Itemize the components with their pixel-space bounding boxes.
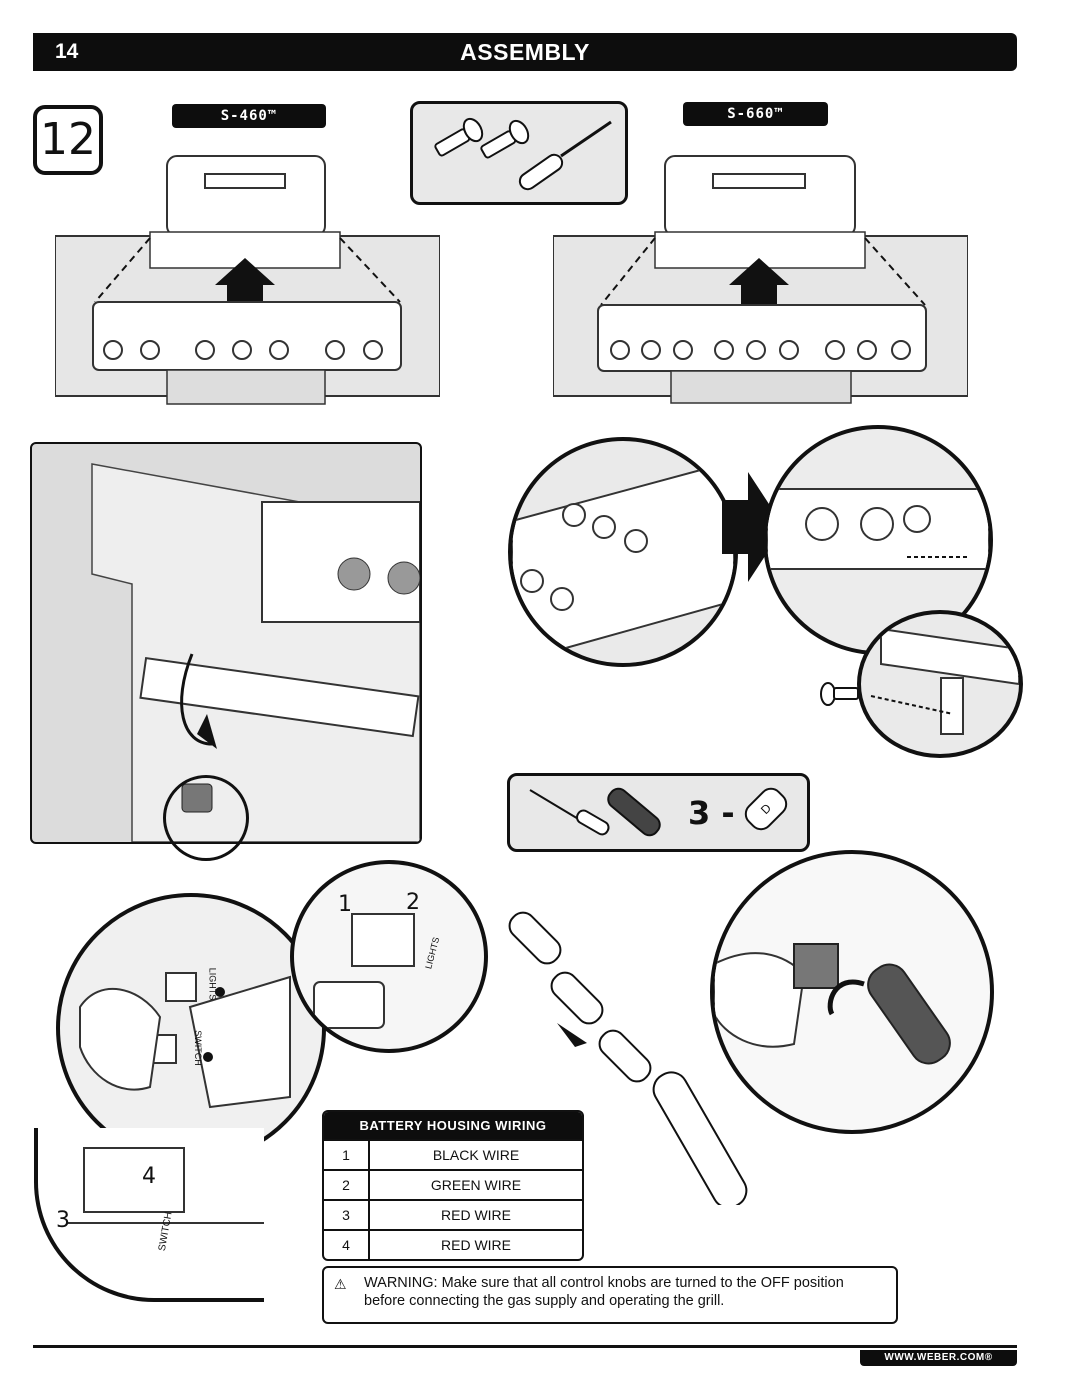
detail-circle-lights-connector: 1 2 LIGHTS: [290, 860, 488, 1053]
page-number: 14: [55, 40, 79, 63]
table-title: BATTERY HOUSING WIRING: [324, 1112, 582, 1140]
arrow-down-icon: [197, 714, 217, 749]
footer-url: WWW.WEBER.COM®: [860, 1350, 1017, 1366]
lights-connector-label: LIGHTS: [207, 967, 218, 1001]
table-row: 4 RED WIRE: [324, 1229, 582, 1259]
battery-size-label: D: [757, 800, 775, 818]
d-battery-icon: D: [739, 782, 793, 836]
battery-quantity: 3 -: [688, 794, 735, 832]
detail-circle-connector-hands: LIGHTS SWITCH: [56, 893, 326, 1163]
wire-color: RED WIRE: [369, 1199, 582, 1230]
tools-panel-screws: [410, 101, 628, 205]
table-row: 2 GREEN WIRE: [324, 1169, 582, 1200]
table-row: 1 BLACK WIRE: [324, 1139, 582, 1170]
battery-housing-wiring-table: BATTERY HOUSING WIRING 1 BLACK WIRE 2 GR…: [322, 1110, 584, 1261]
step-number: 12: [33, 105, 103, 175]
footer-rule: [33, 1345, 1017, 1348]
arrow-down-icon: [557, 1023, 587, 1047]
detail-circle-panel-removal: [508, 437, 738, 667]
grill-s460-illustration: [55, 150, 440, 410]
arrow-right-icon: [722, 472, 784, 582]
screw-icon: [820, 682, 859, 706]
screws-screwdriver-illustration: [434, 117, 612, 191]
screwdriver-icon: [518, 120, 612, 191]
detail-circle-housing-install: [710, 850, 994, 1134]
detail-circle-screw-install: [857, 610, 1023, 758]
screwdriver-battery-housing-illustration: [529, 787, 661, 837]
section-title: ASSEMBLY: [460, 39, 590, 65]
callout-2: 2: [406, 890, 420, 915]
wire-color: RED WIRE: [369, 1229, 582, 1259]
row-number: 3: [324, 1199, 370, 1230]
model-label-s660: S-660™: [683, 102, 828, 126]
zoom-circle-receptacle: [163, 775, 249, 861]
switch-connector-label: SWITCH: [192, 1030, 203, 1066]
row-number: 4: [324, 1229, 370, 1259]
tools-panel-batteries: 3 - D: [507, 773, 810, 852]
callout-3: 3: [56, 1208, 70, 1233]
wiring-detail-panel: [30, 442, 422, 844]
warning-triangle-icon: ⚠: [334, 1276, 347, 1292]
table-row: 3 RED WIRE: [324, 1199, 582, 1230]
grill-s660-illustration: [553, 150, 968, 410]
row-number: 1: [324, 1139, 370, 1170]
detail-circle-switch-connector: 3 4 SWITCH: [34, 1128, 264, 1302]
wire-color: GREEN WIRE: [369, 1169, 582, 1200]
wire-color: BLACK WIRE: [369, 1139, 582, 1170]
arrow-up-icon: [729, 258, 789, 305]
callout-1: 1: [338, 892, 352, 917]
arrow-up-icon: [215, 258, 275, 305]
warning-text: WARNING: Make sure that all control knob…: [364, 1275, 844, 1309]
warning-box: ⚠ WARNING: Make sure that all control kn…: [322, 1266, 898, 1324]
header-bar: 14 ASSEMBLY: [33, 33, 1017, 71]
callout-4: 4: [142, 1164, 156, 1189]
battery-insertion-illustration: [508, 911, 748, 1205]
model-label-s460: S-460™: [172, 104, 326, 128]
screw-icon: [434, 117, 530, 159]
row-number: 2: [324, 1169, 370, 1200]
